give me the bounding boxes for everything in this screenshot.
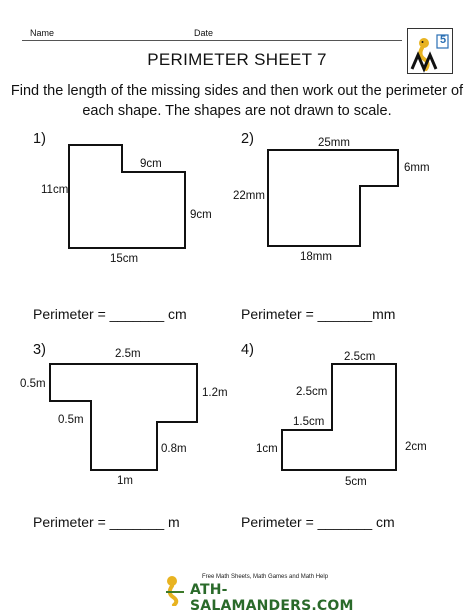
problem-4-label-right: 2cm	[405, 441, 427, 453]
problem-1-perimeter: Perimeter = _______ cm	[33, 306, 187, 322]
problem-1-label-top: 9cm	[140, 158, 162, 170]
instructions-line-2: each shape. The shapes are not drawn to …	[82, 103, 392, 119]
instructions: Find the length of the missing sides and…	[0, 81, 474, 121]
header-line	[22, 40, 402, 41]
date-label: Date	[194, 28, 214, 38]
problem-3-label-right: 1.2m	[202, 387, 228, 399]
problem-4-label-bottom: 5cm	[345, 476, 367, 488]
problem-2-number: 2)	[241, 131, 254, 147]
problem-4-label-upper-left: 2.5cm	[296, 386, 328, 398]
problem-4-label-left: 1cm	[256, 443, 278, 455]
problem-2-label-top: 25mm	[318, 137, 350, 149]
problem-3-label-step: 0.8m	[161, 443, 187, 455]
problem-3-label-bottom: 1m	[117, 475, 133, 487]
problem-4-label-step: 1.5cm	[293, 416, 325, 428]
problem-3-label-left: 0.5m	[20, 378, 46, 390]
problem-3-number: 3)	[33, 342, 46, 358]
problem-3-label-top: 2.5m	[115, 348, 141, 360]
grade-logo: 5	[407, 28, 453, 74]
problem-3-label-inner: 0.5m	[58, 414, 84, 426]
problem-2-label-bottom: 18mm	[300, 251, 332, 263]
problem-2-label-right: 6mm	[404, 162, 430, 174]
problem-3-perimeter: Perimeter = _______ m	[33, 514, 180, 530]
problem-4-label-top: 2.5cm	[344, 351, 376, 363]
instructions-line-1: Find the length of the missing sides and…	[10, 83, 464, 99]
name-label: Name	[30, 28, 55, 38]
footer-brand: ATH-SALAMANDERS.COM	[190, 582, 354, 614]
problem-4-perimeter: Perimeter = _______ cm	[241, 514, 395, 530]
footer-logo: Free Math Sheets, Math Games and Math He…	[160, 572, 353, 614]
problem-2-perimeter: Perimeter = _______mm	[241, 306, 396, 322]
problem-1-label-bottom: 15cm	[110, 253, 139, 265]
problem-1-label-right: 9cm	[190, 209, 212, 221]
footer-tagline: Free Math Sheets, Math Games and Math He…	[202, 574, 329, 580]
problem-1-number: 1)	[33, 131, 46, 147]
grade-number: 5	[439, 34, 447, 46]
page-title: PERIMETER SHEET 7	[147, 50, 327, 69]
problem-2-label-left: 22mm	[233, 190, 265, 202]
problem-4-number: 4)	[241, 342, 254, 358]
salamander-icon	[410, 34, 449, 73]
footer-salamander-icon	[166, 576, 184, 606]
problem-1-label-left: 11cm	[41, 184, 69, 196]
